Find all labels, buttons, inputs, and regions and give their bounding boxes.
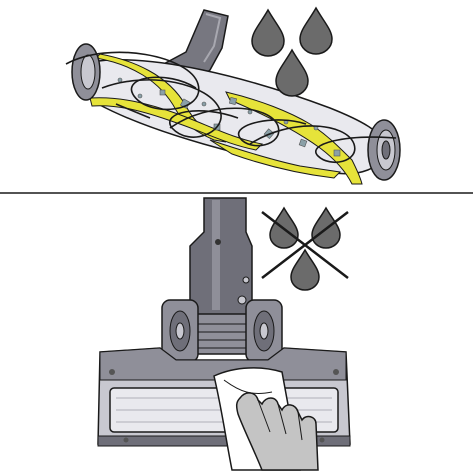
top-panel bbox=[65, 6, 401, 185]
no-water-icon bbox=[261, 206, 349, 291]
nozzle-neck-button-2 bbox=[242, 276, 250, 284]
water-flow-lines bbox=[65, 51, 397, 164]
nozzle-corner-screws bbox=[109, 369, 339, 443]
water-drop-icon bbox=[299, 6, 333, 55]
bottom-panel bbox=[97, 197, 351, 471]
nozzle-joint-ribs bbox=[196, 323, 248, 349]
nozzle-right-wheel bbox=[245, 299, 283, 363]
roller-left-cap-inner bbox=[80, 54, 96, 90]
nozzle-neck-highlight bbox=[212, 200, 220, 310]
nozzle-housing-top-band bbox=[99, 347, 347, 381]
brush-strip-yellow-3 bbox=[225, 91, 363, 185]
faucet-highlight bbox=[203, 13, 222, 63]
dirt-particles bbox=[117, 77, 341, 157]
brush-strip-yellow-4 bbox=[209, 139, 342, 179]
nozzle-left-wheel bbox=[161, 299, 199, 363]
cloth-fold bbox=[223, 379, 273, 394]
nozzle-neck-screw bbox=[215, 239, 221, 245]
nozzle-neck-button bbox=[237, 295, 247, 305]
roller-right-cap-hub bbox=[381, 140, 391, 160]
hand-finger-lines bbox=[257, 399, 303, 441]
water-drop-icon bbox=[275, 48, 309, 97]
water-drop-icon bbox=[251, 8, 285, 57]
nozzle-front-edge bbox=[97, 435, 351, 447]
brush-strip-yellow-2 bbox=[89, 97, 264, 151]
